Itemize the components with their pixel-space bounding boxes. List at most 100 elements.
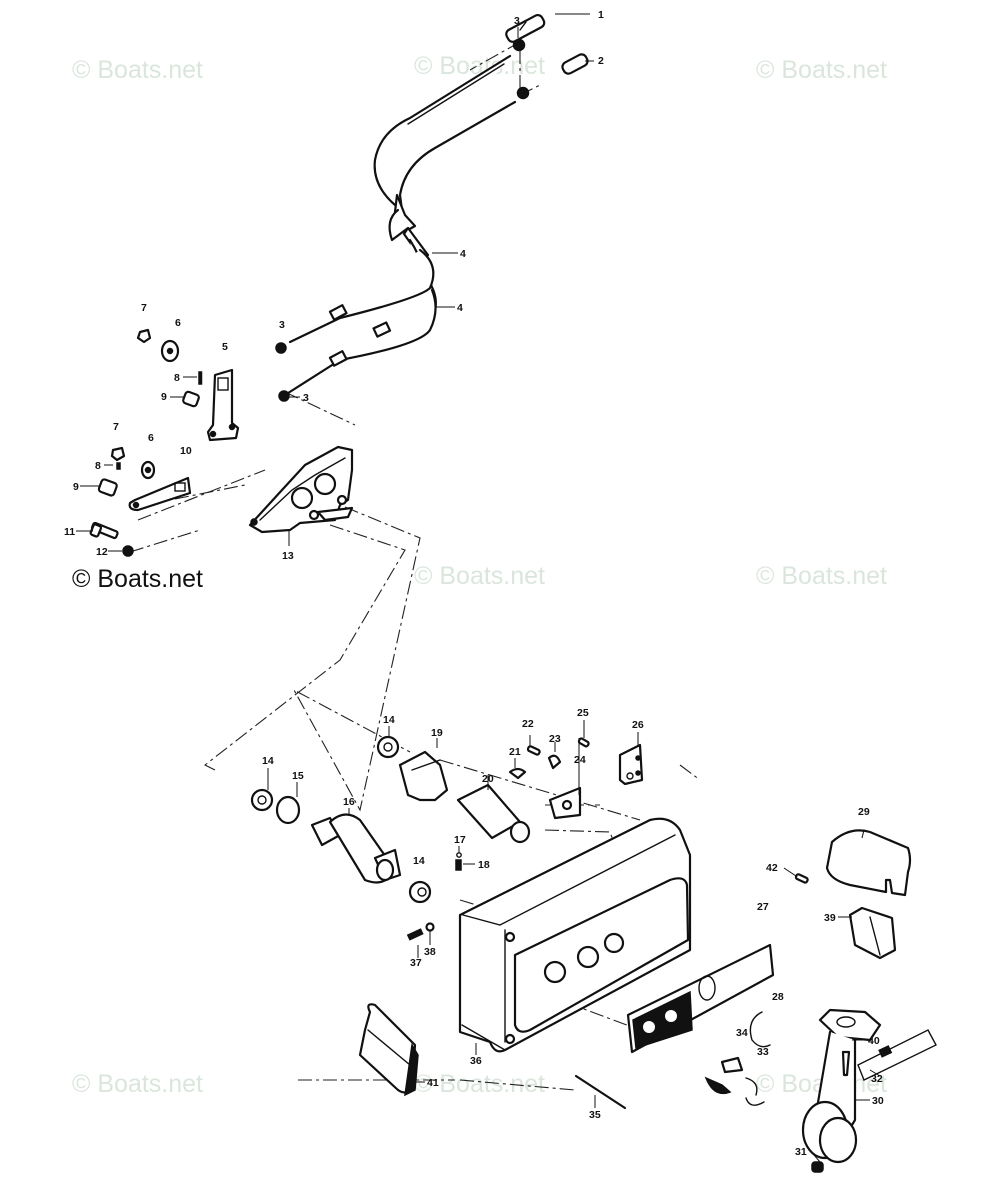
callout-6: 6 [148,432,154,444]
callout-39: 39 [824,912,836,924]
callout-20: 20 [482,773,494,785]
callout-3: 3 [279,319,285,331]
ring-21 [508,767,527,780]
bushing-14 [250,788,274,812]
callout-14: 14 [383,714,395,726]
callout-37: 37 [410,957,422,969]
plunger-20 [456,783,531,844]
pin-8 [198,371,203,385]
callout-3: 3 [303,392,309,404]
callout-9: 9 [73,481,79,493]
bracket-24 [548,786,582,820]
callout-17: 17 [454,834,466,846]
watermark: © Boats.net [756,56,887,84]
cover-plate-13 [248,445,354,534]
nut-3 [278,390,290,402]
knob-cover-29 [825,829,912,897]
callout-23: 23 [549,733,561,745]
ball-17 [456,852,462,858]
watermark: © Boats.net [414,562,545,590]
callout-8: 8 [174,372,180,384]
watermark: © Boats.net [414,1070,545,1098]
nut-3 [512,38,526,52]
clip-7 [136,328,152,344]
nut-12 [122,545,134,557]
ring-33 [749,1011,771,1048]
callout-9: 9 [161,391,167,403]
callout-35: 35 [589,1109,601,1121]
handle-grip-41 [358,1003,419,1097]
washer-15 [275,795,301,825]
callout-1: 1 [598,9,604,21]
callout-24: 24 [574,754,586,766]
screw-22 [526,745,541,756]
callout-31: 31 [795,1146,807,1158]
collar-19 [398,750,449,802]
ball-38 [425,922,435,932]
callout-16: 16 [343,796,355,808]
decal-32 [857,1029,937,1081]
pin-35 [574,1074,627,1110]
bolt-9 [97,478,118,497]
callout-34: 34 [736,1027,748,1039]
callout-26: 26 [632,719,644,731]
callout-7: 7 [141,302,147,314]
spring-37 [406,928,424,941]
screw-42 [794,873,809,884]
callout-36: 36 [470,1055,482,1067]
nut-3 [516,86,530,100]
screw-25 [577,737,590,748]
detent-parts [704,1056,765,1106]
callout-32: 32 [871,1073,883,1085]
screw-40 [841,1050,851,1077]
lever-10 [128,476,192,512]
watermark: © Boats.net [756,562,887,590]
callout-8: 8 [95,460,101,472]
switch-39 [848,906,897,960]
callout-15: 15 [292,770,304,782]
watermark: © Boats.net [72,1070,203,1098]
housing-36 [458,817,692,1053]
callout-2: 2 [598,55,604,67]
callout-40: 40 [868,1035,880,1047]
washer-6 [140,460,156,480]
callout-41: 41 [427,1077,439,1089]
callout-10: 10 [180,445,192,457]
nut-3 [275,342,287,354]
lever-5 [206,368,240,442]
callout-21: 21 [509,746,521,758]
clip-7 [110,446,126,462]
shaft-16 [310,813,402,884]
bushing-14 [376,735,400,759]
cable-end-fitting-2 [561,53,589,75]
callout-6: 6 [175,317,181,329]
callout-42: 42 [766,862,778,874]
callout-7: 7 [113,421,119,433]
callout-28: 28 [772,991,784,1003]
callout-14: 14 [413,855,425,867]
pin-8 [116,462,121,470]
callout-4: 4 [457,302,463,314]
bolt-9 [182,390,200,408]
callout-14: 14 [262,755,274,767]
callout-27: 27 [757,901,769,913]
callout-13: 13 [282,550,294,562]
callout-22: 22 [522,718,534,730]
callout-38: 38 [424,946,436,958]
washer-6 [160,339,180,363]
callout-5: 5 [222,341,228,353]
cable-end-fitting-1 [505,13,546,43]
watermarks: © Boats.net © Boats.net © Boats.net © Bo… [72,52,887,1098]
watermark: © Boats.net [72,56,203,84]
cap-31 [811,1161,824,1173]
spring-23 [547,754,562,770]
callout-11: 11 [64,526,75,538]
callout-25: 25 [577,707,589,719]
bolt-11 [89,521,119,540]
callout-leaders [76,13,881,1163]
callout-4: 4 [460,248,466,260]
cable-assembly-upper [373,54,517,264]
spring-18 [455,859,462,871]
callout-30: 30 [872,1095,884,1107]
